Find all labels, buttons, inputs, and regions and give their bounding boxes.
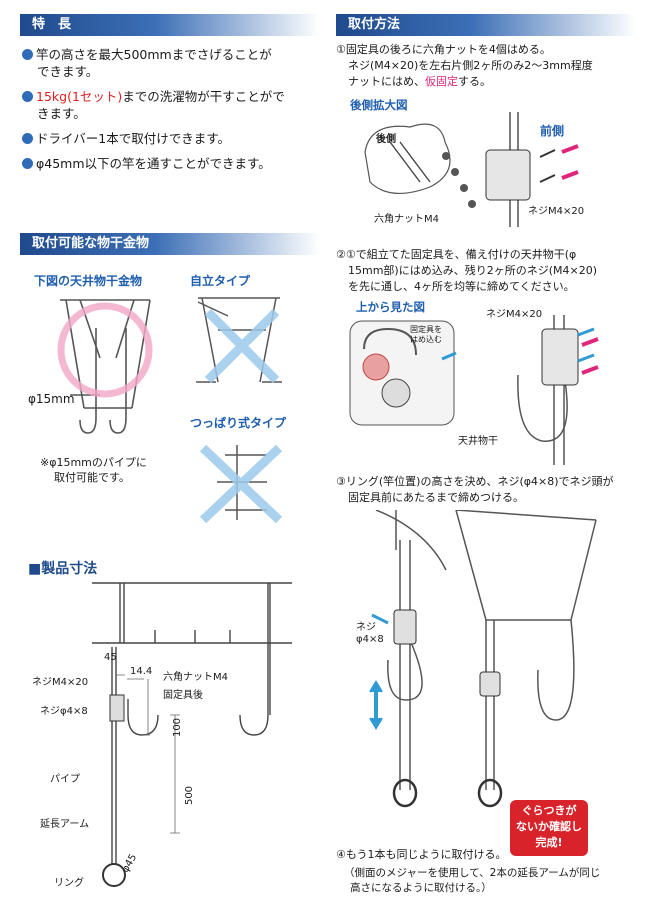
dim-pipe-label: パイプ (50, 774, 80, 785)
insert-label: 固定具をはめ込む (410, 325, 442, 344)
step-1-illustration (364, 112, 579, 227)
dim-500: 500 (184, 785, 196, 806)
dim-arm-label: 延長アーム (40, 819, 90, 830)
dim-nut-label: 六角ナットM4 (163, 672, 228, 683)
rear-zoom-label: 後側拡大図 (350, 98, 408, 112)
step-3-text: ③リング(竿位置)の高さを決め、ネジ(φ4×8)でネジ頭が 固定具前にあたるまで… (336, 475, 614, 504)
ceiling-rack-illustration (57, 299, 153, 434)
front-label: 前側 (540, 124, 565, 138)
dim-14-4: 14.4 (130, 666, 153, 677)
bullet-icon (22, 133, 33, 144)
screw-m4-label-2: ネジM4×20 (486, 309, 543, 320)
tension-label: つっぱり式タイプ (190, 416, 287, 430)
dim-screw-m4-label: ネジM4×20 (32, 677, 89, 688)
dim-45: 45 (104, 652, 117, 663)
rear-label: 後側 (376, 134, 396, 145)
step-2-illustration (349, 315, 599, 465)
top-view-label: 上から見た図 (356, 300, 425, 314)
standalone-rack-illustration (196, 297, 282, 384)
compat-note: ※φ15mmのパイプに 取付可能です。 (40, 456, 147, 484)
ceiling-rack-label-2: 天井物干 (458, 436, 498, 447)
dim-screw-phi4-label: ネジφ4×8 (40, 706, 88, 717)
bullet-icon (22, 49, 33, 60)
feature-item-1: 竿の高さを最大500mmまでさげることが できます。 (22, 46, 272, 80)
pipe-diameter-label: φ15mm (28, 392, 75, 406)
step-4-text: ④もう1本も同じように取付ける。 (336, 848, 507, 861)
step-2-text: ②①で組立てた固定具を、備え付けの天井物干(φ 15mm部)にはめ込み、残り2ヶ… (336, 248, 598, 293)
dim-ring-label: リング (54, 878, 84, 889)
ceiling-rack-label: 下図の天井物干金物 (34, 274, 143, 288)
dim-100: 100 (172, 717, 184, 738)
screw-m4-label: ネジM4×20 (528, 206, 585, 217)
check-badge: ぐらつきが ないか確認し 完成! (510, 800, 588, 856)
step-3-illustration (369, 510, 597, 808)
feature-item-3: ドライバー1本で取付けできます。 (22, 130, 230, 147)
hex-nut-label: 六角ナットM4 (374, 214, 439, 225)
bullet-icon (22, 158, 33, 169)
dimensions-header: ■製品寸法 (28, 561, 98, 577)
tension-rack-illustration (199, 444, 283, 524)
install-header: 取付方法 (336, 14, 636, 36)
standalone-label: 自立タイプ (190, 274, 251, 288)
bullet-icon (22, 91, 33, 102)
feature-item-4: φ45mm以下の竿を通すことができます。 (22, 155, 271, 172)
step-1-text: ①固定具の後ろに六角ナットを4個はめる。 ネジ(M4×20)を左右片側2ヶ所のみ… (336, 43, 593, 88)
dim-fixture-rear-label: 固定具後 (163, 690, 203, 701)
feature-item-2: 15kg(1セット)までの洗濯物が干すことがで きます。 (22, 88, 285, 122)
compatible-header: 取付可能な物干金物 (20, 233, 320, 255)
dimension-drawing (92, 582, 292, 887)
features-header: 特 長 (20, 14, 320, 36)
step-4-note: （側面のメジャーを使用して、2本の延長アームが同じ 高さになるように取付ける。） (344, 867, 601, 894)
